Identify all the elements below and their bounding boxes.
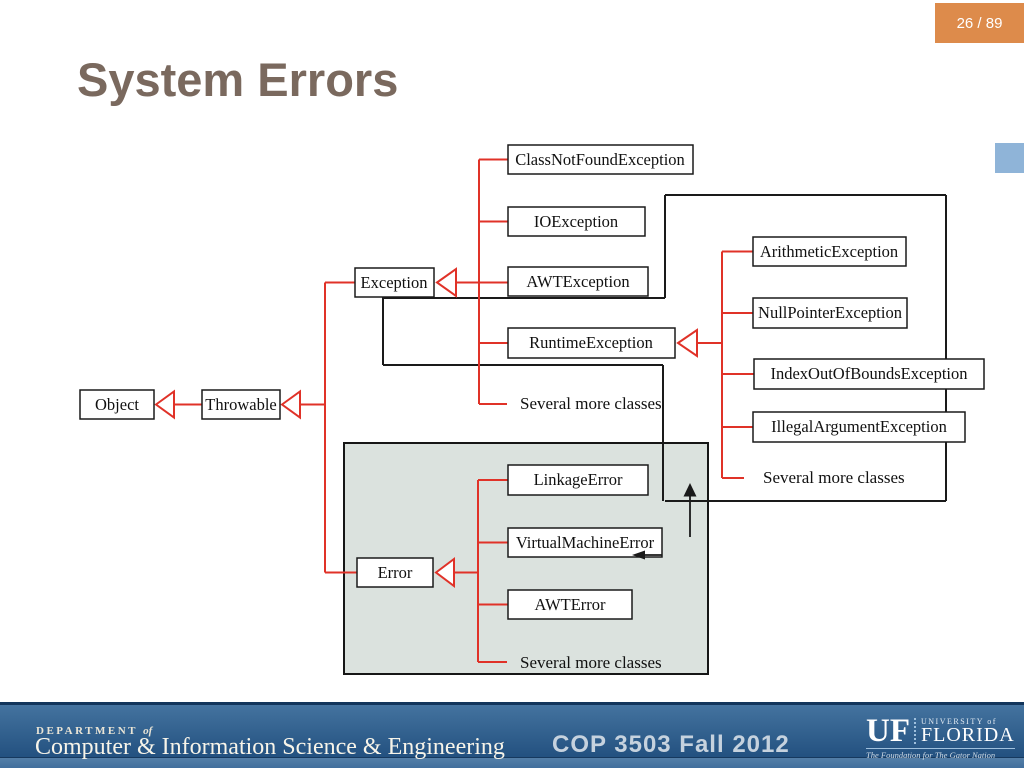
node-exception-label: Exception	[361, 273, 428, 292]
course-label: COP 3503 Fall 2012	[552, 731, 790, 758]
node-classnotfoundexception-label: ClassNotFoundException	[515, 150, 685, 169]
node-ioexception: IOException	[507, 206, 646, 237]
node-error: Error	[356, 557, 434, 588]
label-more-error: Several more classes	[520, 653, 662, 672]
arrowhead-throwable	[280, 389, 301, 420]
node-virtualmachineerror: VirtualMachineError	[507, 527, 663, 558]
footer-main-bar: DEPARTMENT of Computer & Information Sci…	[0, 705, 1024, 760]
page-title: System Errors	[77, 53, 399, 106]
label-more-runtime: Several more classes	[763, 468, 905, 487]
node-linkageerror: LinkageError	[507, 464, 649, 496]
department-small-label: DEPARTMENT of	[36, 725, 153, 737]
node-object-label: Object	[95, 395, 139, 414]
node-awterror: AWTError	[507, 589, 633, 620]
node-indexoutofboundsexception: IndexOutOfBoundsException	[753, 358, 985, 390]
arrowhead-error	[434, 557, 455, 588]
arrowhead-exception	[435, 267, 457, 298]
node-arithmeticexception: ArithmeticException	[752, 236, 907, 267]
uf-tagline: The Foundation for The Gator Nation	[866, 748, 1015, 760]
node-nullpointerexception-label: NullPointerException	[758, 303, 902, 322]
node-throwable-label: Throwable	[205, 395, 276, 414]
uf-university-of: UNIVERSITY of	[921, 717, 997, 726]
node-arithmeticexception-label: ArithmeticException	[760, 242, 898, 261]
node-ioexception-label: IOException	[534, 212, 618, 231]
node-awterror-label: AWTError	[534, 595, 606, 614]
page-number-badge: 26 / 89	[935, 3, 1024, 43]
node-awtexception-label: AWTException	[526, 272, 629, 291]
black-connector-lines	[382, 194, 947, 502]
red-inheritance-lines	[174, 158, 755, 663]
uf-logo: UF UNIVERSITY of FLORIDA The Foundation …	[866, 713, 1015, 760]
uf-florida: FLORIDA	[921, 724, 1015, 746]
node-awtexception: AWTException	[507, 266, 649, 297]
footer-bottom-strip	[0, 757, 1024, 768]
node-virtualmachineerror-label: VirtualMachineError	[516, 533, 655, 552]
node-nullpointerexception: NullPointerException	[752, 297, 908, 329]
arrowhead-object	[154, 389, 175, 420]
node-throwable: Throwable	[201, 389, 281, 420]
side-tab-decoration	[995, 143, 1024, 173]
label-more-exception: Several more classes	[520, 394, 662, 413]
up-arrow	[683, 483, 697, 537]
node-illegalargumentexception: IllegalArgumentException	[752, 411, 966, 443]
uf-logo-divider	[914, 718, 916, 746]
node-object: Object	[79, 389, 155, 420]
node-runtimeexception-label: RuntimeException	[529, 333, 653, 352]
node-linkageerror-label: LinkageError	[534, 470, 623, 489]
node-illegalargumentexception-label: IllegalArgumentException	[771, 417, 947, 436]
node-classnotfoundexception: ClassNotFoundException	[507, 144, 694, 175]
department-of-label: of	[143, 725, 153, 737]
node-exception: Exception	[354, 267, 435, 298]
uf-monogram: UF	[866, 713, 910, 749]
footer: DEPARTMENT of Computer & Information Sci…	[0, 702, 1024, 768]
department-name: Computer & Information Science & Enginee…	[35, 734, 505, 760]
node-error-label: Error	[378, 563, 413, 582]
node-indexoutofboundsexception-label: IndexOutOfBoundsException	[770, 364, 967, 383]
arrowhead-runtimeexception	[676, 328, 698, 358]
node-runtimeexception: RuntimeException	[507, 327, 676, 359]
left-arrow	[632, 550, 662, 560]
footer-top-line	[0, 702, 1024, 705]
